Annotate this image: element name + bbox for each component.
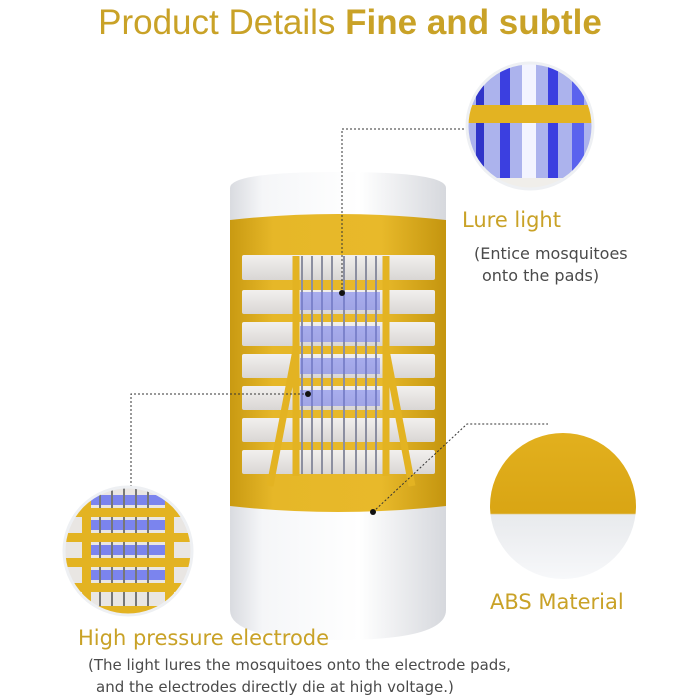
mosquito-lamp-device — [230, 172, 446, 640]
electrode-desc-line2: and the electrodes directly die at high … — [96, 678, 454, 696]
lure-light-zoom — [467, 63, 593, 189]
grille-frame — [266, 256, 416, 487]
page-title: Product Details Fine and subtle — [0, 2, 700, 44]
device-base — [230, 505, 446, 640]
electrode-title: High pressure electrode — [78, 626, 330, 650]
abs-material-title: ABS Material — [490, 590, 624, 614]
uv-glow — [300, 292, 380, 406]
abs-material-zoom — [490, 433, 636, 579]
lure-light-desc-line1: (Entice mosquitoes — [474, 244, 628, 263]
electrode-zoom — [64, 487, 192, 615]
electrode-desc-line1: (The light lures the mosquitoes onto the… — [88, 656, 511, 674]
callout-dots — [305, 290, 376, 515]
device-top-cap — [230, 172, 446, 222]
title-light-text: Product Details — [98, 3, 346, 42]
callout-lines — [130, 128, 548, 513]
lure-light-title: Lure light — [462, 208, 561, 232]
title-bold-text: Fine and subtle — [345, 3, 602, 42]
lure-light-desc-line2: onto the pads) — [482, 266, 600, 285]
